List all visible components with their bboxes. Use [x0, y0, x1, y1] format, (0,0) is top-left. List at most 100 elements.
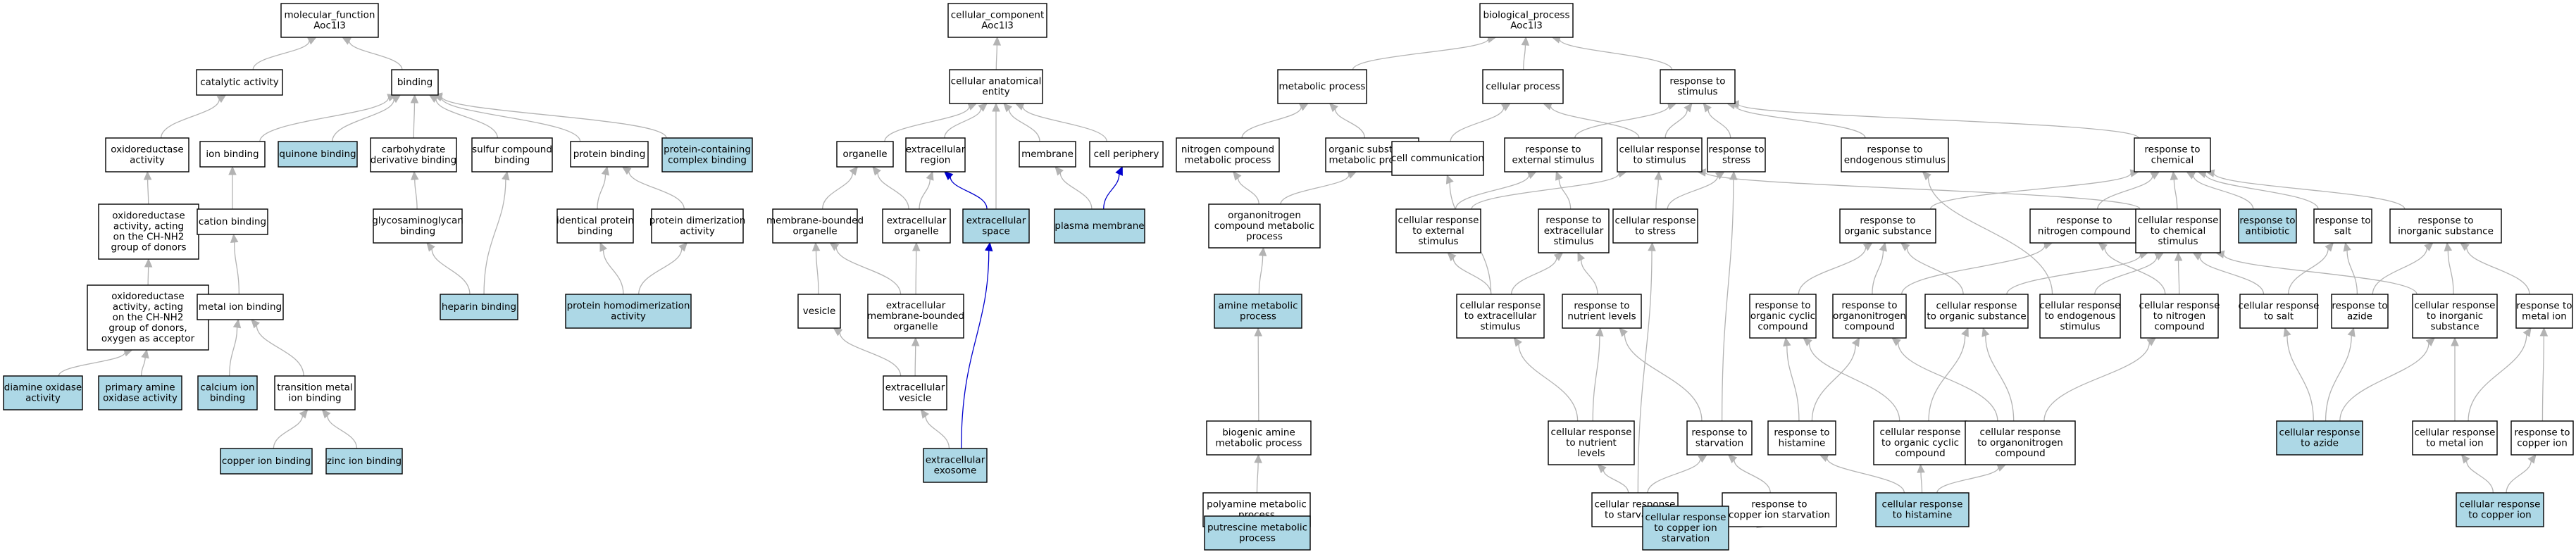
edge-resp_starvation-to-resp_stress — [1721, 170, 1738, 422]
edge-arrowhead — [1513, 337, 1522, 347]
edge-line — [1786, 345, 1800, 422]
edge-protein_binding-to-binding — [433, 93, 581, 142]
node-label-line: to organic substance — [1927, 311, 2026, 322]
node-label-line: activity — [680, 226, 715, 237]
edge-primary_amine_oxidase-to-oxido_oxygen — [141, 349, 149, 377]
node-box — [1504, 137, 1603, 172]
edge-transition_metal-to-metal_ion_binding — [251, 319, 304, 377]
edge-arrowhead — [1851, 337, 1860, 347]
edge-cell_resp_chem-to-resp_chemical — [2170, 170, 2179, 210]
node-label-line: to inorganic — [2427, 310, 2483, 322]
edge-arrowhead — [144, 258, 153, 268]
edge-cell_resp_azide-to-cell_resp_inorganic — [2339, 337, 2436, 422]
node-label-line: organelle — [842, 149, 887, 160]
node-box — [1642, 506, 1729, 551]
node-label-line: response to — [1755, 300, 1810, 311]
edge-arrowhead — [601, 165, 610, 176]
go-term-node-heparin-binding: heparin binding — [440, 294, 518, 320]
edge-line — [2094, 256, 2158, 295]
edge-line — [839, 332, 902, 377]
edge-arrowhead — [1577, 251, 1586, 262]
edge-cell_resp_organonitrogen-to-cell_resp_nitrogen — [2043, 337, 2157, 422]
node-label-line: activity — [130, 155, 165, 166]
edge-cellular_process-to-bp — [1521, 36, 1530, 70]
edge-heparin_binding-to-sulfur_compound — [483, 170, 510, 295]
edge-resp_organic-to-resp_chemical — [1929, 169, 2140, 210]
node-box — [2515, 294, 2573, 329]
edge-line — [1352, 39, 1489, 70]
edge-line — [1898, 342, 1998, 422]
node-box — [867, 294, 964, 339]
go-term-node-plasma-membrane: plasma membrane — [1054, 208, 1145, 244]
edge-line — [950, 177, 988, 210]
node-label-line: protein homodimerization — [567, 301, 690, 312]
node-label-line: cellular response — [2139, 300, 2220, 311]
node-label-line: binding — [578, 226, 613, 237]
node-label-line: metabolic process — [1185, 155, 1271, 166]
edge-arrowhead — [2539, 327, 2549, 337]
edge-gag_binding-to-carb_deriv — [411, 170, 419, 210]
edge-resp_copper_starv-to-resp_starvation — [1727, 454, 1771, 494]
node-box — [923, 448, 988, 483]
edge-arrowhead — [1254, 453, 1262, 463]
edge-line — [229, 327, 238, 377]
edge-arrowhead — [1684, 103, 1693, 113]
edge-cae-to-cc — [993, 36, 1002, 70]
edge-arrowhead — [1891, 337, 1901, 346]
node-box — [1054, 208, 1145, 244]
edge-arrowhead — [1996, 464, 2007, 472]
node-box — [2039, 294, 2121, 339]
node-box — [373, 208, 463, 244]
edge-organonitrogen_metab-to-nitrogen_metab — [1233, 171, 1259, 205]
edge-line — [431, 249, 471, 295]
edge-line — [2286, 335, 2314, 422]
node-label-line: region — [921, 155, 951, 166]
node-label-line: to extracellular — [1464, 310, 1537, 322]
edge-nitrogen_metab-to-metabolic — [1241, 103, 1309, 139]
node-label-line: heparin binding — [442, 301, 516, 313]
node-label-line: plasma membrane — [1054, 220, 1144, 232]
go-term-node-cell-comm: cell communication — [1391, 141, 1484, 176]
node-label-line: organic cyclic — [1750, 310, 1815, 322]
node-box — [1767, 420, 1836, 456]
go-term-node-membrane: membrane — [1019, 141, 1076, 168]
node-box — [1277, 69, 1367, 104]
node-label-line: extracellular — [885, 382, 945, 394]
node-label-line: entity — [982, 87, 1009, 98]
edge-line — [2213, 172, 2406, 210]
edge-cell_resp_chem-to-cell_resp_stim — [1696, 168, 2141, 210]
edge-protein_dimer-to-protein_binding — [621, 166, 685, 210]
edge-arrowhead — [1553, 252, 1564, 261]
edge-ec_exosome-to-ec_space — [961, 242, 993, 449]
edge-arrowhead — [1254, 327, 1262, 337]
edge-arrowhead — [1654, 170, 1662, 180]
edge-zinc_ion_binding-to-transition_metal — [321, 409, 358, 449]
node-box — [1479, 3, 1574, 38]
edge-catalytic-to-mf — [252, 37, 317, 70]
edge-line — [1022, 106, 1107, 142]
node-label-line: ion binding — [206, 149, 259, 160]
node-label-line: copper ion — [2517, 438, 2568, 449]
edge-quinone_binding-to-binding — [332, 94, 402, 142]
edge-arrowhead — [993, 36, 1002, 46]
node-label-line: nitrogen compound — [2038, 226, 2131, 237]
node-box — [1019, 141, 1076, 168]
node-label-line: to copper ion — [1654, 522, 1717, 534]
edge-resp_extracell_stim-to-resp_ext_stim — [1555, 170, 1572, 210]
node-label-line: starvation — [1695, 438, 1743, 449]
node-box — [1562, 294, 1642, 329]
edge-arrowhead — [1862, 242, 1873, 251]
edge-line — [1334, 108, 1365, 139]
edge-carb_deriv-to-binding — [410, 94, 419, 139]
node-box — [565, 294, 692, 329]
node-label-line: on the CH-NH2 — [113, 312, 184, 323]
